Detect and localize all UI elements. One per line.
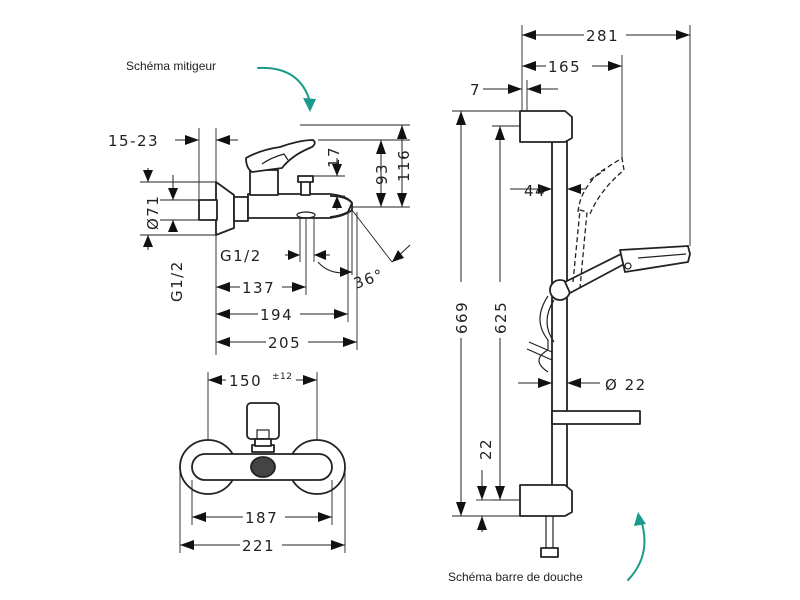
- diverter-cap: [297, 175, 314, 183]
- shower-bar-schematic-label: Schéma barre de douche: [448, 570, 583, 584]
- connector-nut: [233, 196, 249, 222]
- mixer-front-view: 150 ±12 187 221: [179, 370, 346, 555]
- shower-bar-view: 281 165 7 44 669: [452, 25, 691, 558]
- dim-7-label: 7: [470, 81, 481, 99]
- dim-93-label: 93: [373, 163, 391, 185]
- top-bracket: [519, 110, 573, 143]
- dim-625-label: 625: [492, 301, 510, 334]
- dim-g12-vertical-label: G1/2: [168, 260, 186, 302]
- mixer-schematic-label: Schéma mitigeur: [126, 59, 217, 73]
- dim-187-label: 187: [245, 509, 278, 527]
- connector-pipe: [198, 199, 218, 221]
- dim-150-label: 150: [229, 372, 262, 390]
- dim-36-label: 36°: [351, 265, 386, 293]
- mixer-side-view: 15-23 93 116 17 Ø71 G1/2: [108, 124, 413, 355]
- hose-connector: [540, 547, 559, 558]
- dim-17-label: 17: [325, 146, 343, 168]
- shower-rail: [551, 114, 568, 516]
- dim-15-23-label: 15-23: [108, 132, 159, 150]
- dim-g12-outlet-label: G1/2: [220, 247, 262, 265]
- dim-116-label: 116: [395, 149, 413, 182]
- curved-arrow-icon: [257, 66, 316, 112]
- dim-205-label: 205: [268, 334, 301, 352]
- dim-281-label: 281: [586, 27, 619, 45]
- dim-669-label: 669: [453, 301, 471, 334]
- dim-22-label: 22: [477, 438, 495, 460]
- handshower-head: [619, 245, 691, 273]
- front-handle: [246, 402, 280, 440]
- cartridge-housing: [249, 169, 279, 196]
- lever-detail: [261, 153, 289, 165]
- hose-curve: [538, 295, 549, 373]
- handshower-alt-position: [572, 209, 588, 289]
- dim-71-label: Ø71: [144, 195, 162, 230]
- front-valve: [250, 456, 276, 478]
- curved-arrow-icon: [627, 512, 646, 581]
- soap-dish: [551, 410, 641, 425]
- dim-44-label: 44: [524, 182, 546, 200]
- lever-handle: [245, 139, 316, 173]
- dim-150-tol-label: ±12: [272, 372, 293, 382]
- dim-137-label: 137: [242, 279, 275, 297]
- dim-165-label: 165: [548, 58, 581, 76]
- dim-22-diam-label: Ø 22: [605, 376, 647, 394]
- wall-flange: [215, 181, 235, 236]
- dim-194-label: 194: [260, 306, 293, 324]
- dim-221-label: 221: [242, 537, 275, 555]
- bottom-bracket: [519, 484, 573, 517]
